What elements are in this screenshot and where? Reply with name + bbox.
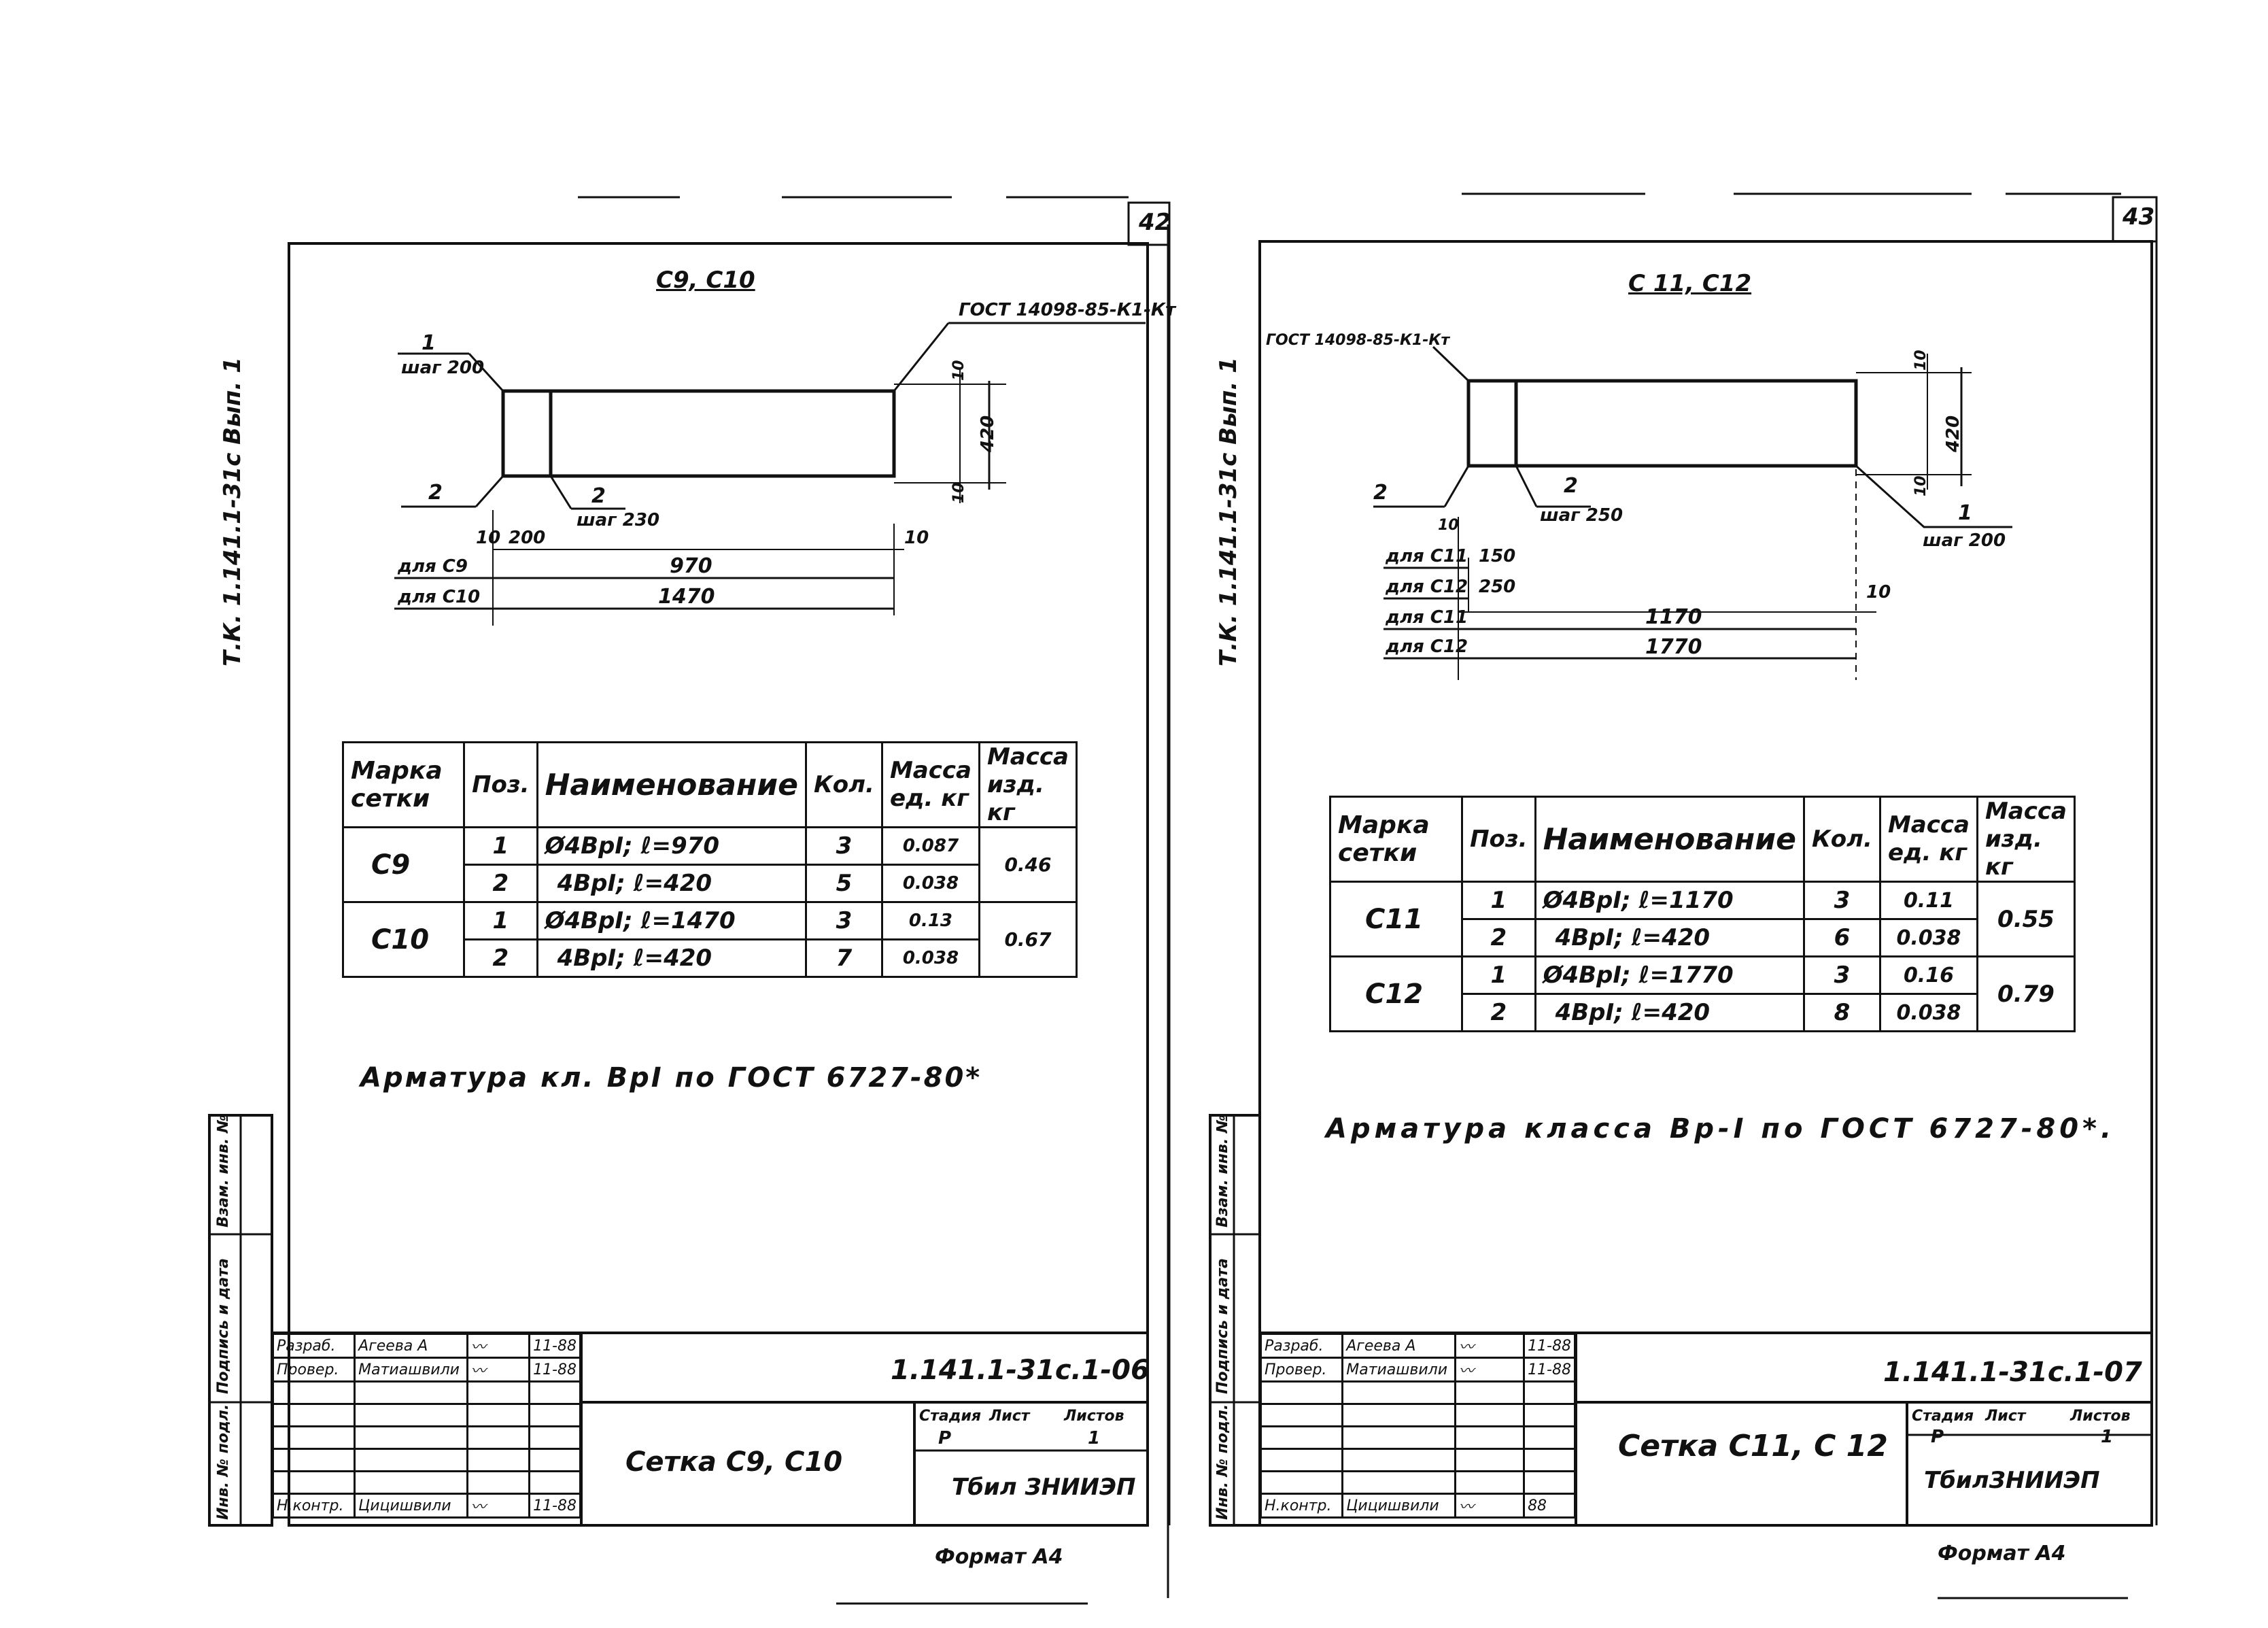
dim-top: 10 (1912, 350, 1929, 371)
dim-offset: 10 (1438, 517, 1459, 534)
stamp-stadia-value: Р (938, 1428, 952, 1448)
gost-label-right: ГОСТ 14098-85-К1-Кт (1266, 332, 1450, 349)
length-c10: 1470 (658, 585, 715, 609)
side-label-left: Т.К. 1.141.1-31с Вып. 1 (219, 357, 246, 666)
spec-table-right: Марка сетки Поз. Наименование Кол. Масса… (1328, 795, 2076, 1033)
stamp-stadia-value: Р (1931, 1427, 1944, 1447)
page-number-left: 42 (1139, 209, 1171, 236)
stamp-listov-value: 1 (2101, 1427, 2114, 1447)
col-header: Масса ед. кг (1878, 795, 1978, 883)
sheet-title-left: Сетка С9, С10 (625, 1446, 843, 1478)
stamp-list-label: Лист (989, 1408, 1030, 1425)
note-right: Арматура класса Вр-I по ГОСТ 6727-80*. (1326, 1113, 2116, 1144)
stamp-podpis: Подпись и дата (1214, 1258, 1231, 1394)
length-c11: 1170 (1645, 605, 1702, 629)
col-header: Марка сетки (341, 741, 466, 829)
position-2-label: 2 (428, 481, 443, 505)
dim-height: 420 (978, 415, 998, 452)
position-2-label: 2 (591, 484, 606, 508)
signature: 〰 (466, 1357, 531, 1383)
table-row: С12 1 Ø4ВрI; ℓ=1770 3 0.16 0.79 (1328, 955, 2076, 1033)
stamp-signature-table-right: Разраб.Агеева А〰11-88 Провер.Матиашвили〰… (1259, 1333, 1576, 1519)
col-header: Кол. (1802, 795, 1881, 883)
col-header: Поз. (1461, 795, 1536, 883)
dim-offset: 10 (1866, 582, 1891, 603)
drawing-title-right: С 11, С12 (1628, 270, 1752, 297)
position-1-label: 1 (1958, 501, 1972, 525)
signature: 〰 (1454, 1493, 1526, 1519)
col-header: Масса изд. кг (1976, 795, 2076, 883)
table-row: 2 4ВрI; ℓ=420 5 0.038 (343, 864, 1077, 904)
stamp-listov-label: Листов (2070, 1408, 2131, 1425)
dim-bottom: 10 (1912, 475, 1929, 496)
doc-code-right: 1.141.1-31с.1-07 (1883, 1357, 2142, 1388)
col-header: Наименование (1534, 795, 1805, 883)
dim-offset: 10 (904, 528, 929, 548)
position-2-step: шаг 230 (577, 510, 660, 530)
drawing-title-left: С9, С10 (656, 267, 755, 294)
position-1-step: шаг 200 (401, 358, 485, 378)
stamp-vzam: Взам. инв. № (215, 1115, 232, 1227)
length-c9: 970 (670, 554, 712, 578)
sheet-title-right: Сетка С11, С 12 (1618, 1429, 1888, 1463)
signature: 〰 (1454, 1357, 1526, 1383)
stamp-listov-label: Листов (1064, 1408, 1124, 1425)
stamp-list-label: Лист (1985, 1408, 2026, 1425)
position-2-label: 2 (1564, 474, 1578, 498)
dim-height: 420 (1943, 415, 1963, 452)
label-for-c11: для С11 (1386, 607, 1468, 628)
table-row: 2 4ВрI; ℓ=420 8 0.038 (1330, 993, 2075, 1033)
dim-top: 10 (950, 360, 967, 381)
stamp-podpis: Подпись и дата (215, 1258, 232, 1394)
doc-code-left: 1.141.1-31с.1-06 (891, 1355, 1150, 1386)
format-left: Формат А4 (935, 1545, 1063, 1569)
stamp-inv: Инв. № подл. (1214, 1404, 1231, 1520)
length-c12: 1770 (1645, 635, 1702, 659)
step-c11: 150 (1479, 546, 1516, 566)
stamp-listov-value: 1 (1088, 1428, 1101, 1448)
table-row: С11 1 Ø4ВрI; ℓ=1170 3 0.11 0.55 (1328, 881, 2076, 958)
label-for-c10: для С10 (398, 587, 481, 607)
table-row: С10 1 Ø4ВрI; ℓ=1470 3 0.13 0.67 (341, 901, 1078, 979)
position-1-label: 1 (422, 331, 436, 355)
label-for-c12: для С12 (1386, 637, 1468, 657)
dim-bottom: 10 (950, 482, 967, 503)
label-for-c11: для С11 (1386, 546, 1468, 566)
table-row: С9 1 Ø4ВрI; ℓ=970 3 0.087 0.46 (341, 826, 1078, 904)
step-c12: 250 (1479, 577, 1516, 597)
col-header: Масса ед. кг (880, 741, 980, 829)
position-2-label: 2 (1373, 481, 1388, 505)
stamp-stadia-label: Стадия (1912, 1408, 1974, 1425)
table-row: 2 4ВрI; ℓ=420 7 0.038 (343, 938, 1077, 979)
col-header: Наименование (536, 741, 807, 829)
stamp-vzam: Взам. инв. № (1214, 1115, 1231, 1227)
label-for-c12: для С12 (1386, 577, 1468, 597)
col-header: Кол. (804, 741, 883, 829)
signature: 〰 (466, 1493, 531, 1519)
signature: 〰 (466, 1333, 531, 1359)
stamp-signature-table-left: Разраб.Агеева А〰11-88 Провер.Матиашвили〰… (271, 1333, 581, 1519)
stamp-inv: Инв. № подл. (215, 1404, 232, 1520)
dim-offset: 10 (476, 528, 501, 548)
side-label-right: Т.К. 1.141.1-31с Вып. 1 (1215, 357, 1242, 666)
spec-table-left: Марка сетки Поз. Наименование Кол. Масса… (341, 741, 1078, 979)
signature: 〰 (1454, 1333, 1526, 1359)
page-number-right: 43 (2123, 203, 2155, 231)
col-header: Масса изд. кг (978, 741, 1078, 829)
stamp-stadia-label: Стадия (919, 1408, 982, 1425)
gost-label-left: ГОСТ 14098-85-К1-Кт (959, 300, 1176, 320)
position-1-step: шаг 200 (1923, 530, 2006, 551)
col-header: Марка сетки (1328, 795, 1464, 883)
label-for-c9: для С9 (398, 556, 468, 577)
note-left: Арматура кл. ВрI по ГОСТ 6727-80* (360, 1062, 982, 1093)
org-left: Тбил ЗНИИЭП (952, 1474, 1136, 1501)
col-header: Поз. (463, 741, 538, 829)
org-right: ТбилЗНИИЭП (1924, 1467, 2100, 1494)
dim-step: 200 (509, 528, 546, 548)
position-2-step: шаг 250 (1540, 505, 1623, 526)
table-row: 2 4ВрI; ℓ=420 6 0.038 (1330, 918, 2075, 958)
format-right: Формат А4 (1938, 1542, 2066, 1565)
